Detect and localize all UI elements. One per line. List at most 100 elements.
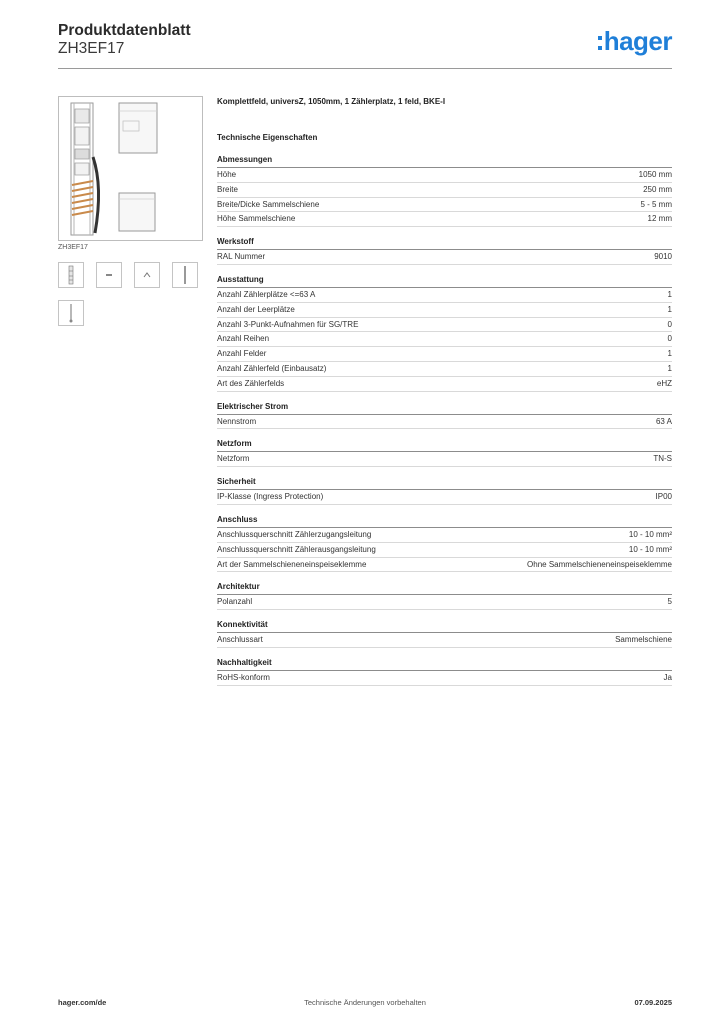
product-description: Komplettfeld, universZ, 1050mm, 1 Zähler… [217, 97, 446, 106]
spec-label: Netzform [217, 454, 250, 464]
logo-mark-icon [597, 35, 602, 50]
clip-icon [143, 272, 151, 278]
spec-label: Anzahl Zählerfeld (Einbausatz) [217, 363, 327, 373]
spec-label: Anschlussquerschnitt Zählerausgangsleitu… [217, 544, 376, 554]
technical-properties-title: Technische Eigenschaften [217, 133, 318, 142]
spec-row: RoHS-konform Ja [217, 671, 672, 686]
spec-value: 9010 [654, 252, 672, 262]
thumbnail-3[interactable] [134, 262, 160, 288]
spec-row: Anschlussart Sammelschiene [217, 633, 672, 648]
spec-value: 5 - 5 mm [640, 199, 672, 209]
thumbnail-4[interactable] [172, 262, 198, 288]
spec-row: IP-Klasse (Ingress Protection) IP00 [217, 490, 672, 505]
section-title: Werkstoff [217, 237, 672, 251]
section-title: Architektur [217, 582, 672, 596]
section-title: Abmessungen [217, 155, 672, 168]
spec-label: Anzahl Felder [217, 349, 267, 359]
spec-value: 1 [667, 304, 672, 314]
spec-value: 1 [667, 289, 672, 299]
spec-value: Sammelschiene [615, 635, 672, 645]
spec-value: 1 [667, 363, 672, 373]
spec-label: Anzahl Zählerplätze <=63 A [217, 289, 316, 299]
spec-value: Ja [663, 672, 672, 682]
spec-value: 5 [667, 597, 672, 607]
small-bar-icon [106, 274, 112, 276]
spec-row: Anzahl Zählerfeld (Einbausatz) 1 [217, 362, 672, 377]
spec-row: Anzahl 3-Punkt-Aufnahmen für SG/TRE 0 [217, 318, 672, 333]
thumbnail-2[interactable] [96, 262, 122, 288]
spec-row: RAL Nummer 9010 [217, 250, 672, 265]
spec-label: Breite [217, 184, 238, 194]
section-title: Elektrischer Strom [217, 402, 672, 415]
hager-logo: hager [597, 26, 673, 57]
spec-row: Anzahl der Leerplätze 1 [217, 303, 672, 318]
spec-label: Anzahl 3-Punkt-Aufnahmen für SG/TRE [217, 319, 359, 329]
spec-label: Polanzahl [217, 597, 253, 607]
spec-value: 0 [667, 334, 672, 344]
spec-row: Breite/Dicke Sammelschiene 5 - 5 mm [217, 198, 672, 213]
page-footer: hager.com/de Technische Änderungen vorbe… [58, 998, 672, 1010]
spec-row: Polanzahl 5 [217, 595, 672, 611]
section-title: Nachhaltigkeit [217, 658, 672, 671]
spec-value: 63 A [655, 416, 672, 426]
spec-label: Höhe Sammelschiene [217, 214, 296, 224]
section-title: Netzform [217, 439, 672, 453]
spec-row: Anzahl Felder 1 [217, 347, 672, 362]
spec-row: Höhe Sammelschiene 12 mm [217, 212, 672, 228]
busbar-rod-icon [184, 266, 186, 284]
spec-label: Höhe [217, 170, 237, 179]
spec-label: RoHS-konform [217, 672, 270, 682]
spec-value: eHZ [656, 378, 672, 388]
product-code: ZH3EF17 [58, 40, 125, 57]
spec-value: 1050 mm [638, 170, 672, 179]
spec-label: Nennstrom [217, 416, 257, 426]
thumbnail-1[interactable] [58, 262, 84, 288]
spec-label: Anzahl der Leerplätze [217, 304, 295, 314]
footer-date: 07.09.2025 [634, 998, 672, 1007]
spec-row: Nennstrom 63 A [217, 415, 672, 430]
spec-value: 12 mm [647, 214, 672, 224]
spec-label: Anschlussart [217, 635, 263, 645]
spec-label: Breite/Dicke Sammelschiene [217, 199, 320, 209]
spec-value: Ohne Sammelschieneneinspeiseklemme [527, 559, 672, 569]
spec-row: Anzahl Zählerplätze <=63 A 1 [217, 288, 672, 303]
spec-value: TN-S [653, 454, 672, 464]
meter-panel-illustration-icon [70, 102, 158, 236]
spec-value: IP00 [655, 492, 672, 502]
footer-website-link[interactable]: hager.com/de [58, 998, 107, 1007]
spec-label: Art des Zählerfelds [217, 378, 285, 388]
spec-value: 250 mm [643, 184, 672, 194]
spec-label: Anschlussquerschnitt Zählerzugangsleitun… [217, 529, 372, 539]
spec-row: Höhe 1050 mm [217, 168, 672, 183]
image-caption: ZH3EF17 [58, 244, 88, 251]
section-title: Ausstattung [217, 275, 672, 288]
product-image [58, 96, 203, 241]
spec-row: Anschlussquerschnitt Zählerzugangsleitun… [217, 528, 672, 543]
terminal-strip-icon [68, 265, 74, 285]
spec-label: IP-Klasse (Ingress Protection) [217, 492, 324, 502]
section-title: Sicherheit [217, 477, 672, 491]
section-title: Anschluss [217, 515, 672, 528]
spec-label: RAL Nummer [217, 252, 266, 262]
footer-note: Technische Änderungen vorbehalten [304, 998, 426, 1007]
thumbnail-5[interactable] [58, 300, 84, 326]
spec-value: 1 [667, 349, 672, 359]
spec-row: Anzahl Reihen 0 [217, 332, 672, 348]
spec-row: Breite 250 mm [217, 183, 672, 198]
spec-row: Anschlussquerschnitt Zählerausgangsleitu… [217, 543, 672, 558]
spec-row: Netzform TN-S [217, 452, 672, 468]
product-specifications: Komplettfeld, universZ, 1050mm, 1 Zähler… [217, 97, 672, 696]
spec-value: 0 [667, 319, 672, 329]
spec-label: Anzahl Reihen [217, 334, 270, 344]
